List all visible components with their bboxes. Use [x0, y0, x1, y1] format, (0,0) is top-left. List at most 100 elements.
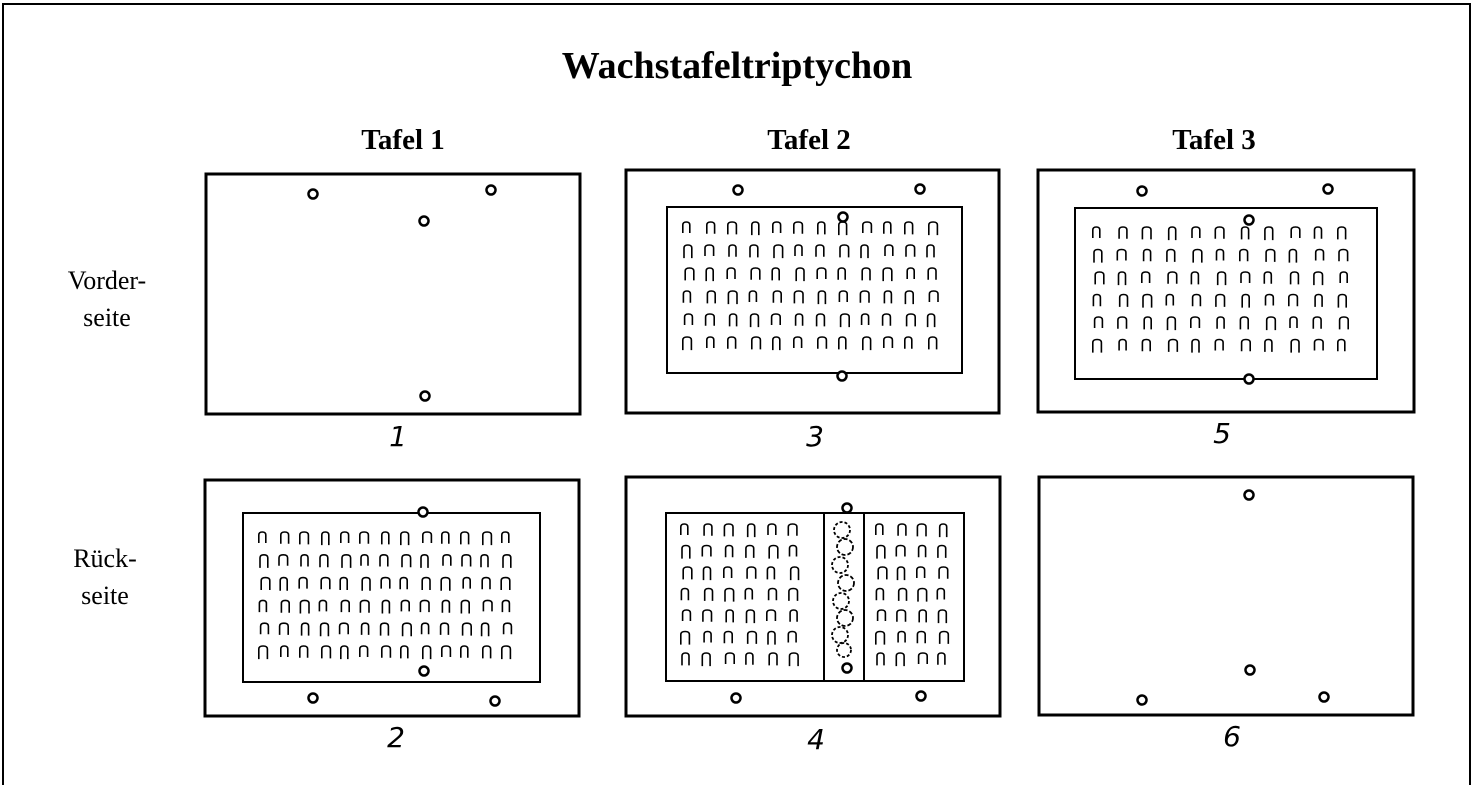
script-glyph [441, 645, 452, 657]
script-glyph [706, 290, 716, 304]
script-glyph [381, 531, 390, 545]
script-glyph [380, 576, 391, 589]
script-glyph [875, 523, 884, 535]
script-glyph [787, 523, 798, 536]
script-glyph [1191, 226, 1201, 238]
script-glyph [937, 609, 948, 624]
script-glyph [441, 599, 451, 613]
script-glyph [745, 652, 754, 665]
script-glyph [482, 531, 493, 546]
script-glyph [1118, 226, 1128, 239]
script-glyph [789, 566, 800, 581]
script-glyph [461, 622, 472, 636]
script-glyph [895, 652, 905, 667]
script-glyph [1338, 248, 1349, 262]
script-glyph [1290, 338, 1300, 353]
script-glyph [862, 336, 872, 351]
script-glyph [744, 587, 754, 600]
panel-number-1: 1 [389, 420, 407, 453]
script-glyph [279, 576, 288, 591]
script-glyph [1240, 271, 1251, 283]
script-glyph [1288, 248, 1298, 263]
script-glyph [319, 553, 329, 568]
row-label-vorderseite-1: Vorder- [68, 266, 146, 295]
script-glyph [258, 599, 268, 613]
script-glyph [321, 645, 332, 659]
script-glyph [916, 630, 926, 644]
wax-area [1074, 207, 1378, 380]
script-glyph [460, 645, 469, 658]
script-glyph [839, 313, 850, 328]
script-glyph [1289, 316, 1298, 328]
panel-6 [1037, 475, 1415, 717]
script-glyph [928, 221, 939, 236]
seal [831, 626, 849, 644]
script-glyph [883, 290, 893, 304]
script-glyph [500, 576, 511, 590]
script-glyph [876, 544, 886, 559]
script-glyph [422, 645, 432, 660]
seal [836, 642, 852, 658]
script-glyph [938, 566, 949, 579]
script-glyph [882, 267, 893, 282]
hole [841, 502, 853, 514]
script-glyph [768, 544, 779, 559]
hole [307, 692, 319, 704]
script-glyph [482, 599, 493, 612]
writing-area-left [680, 523, 800, 667]
script-glyph [1092, 226, 1101, 238]
script-glyph [928, 336, 938, 350]
script-glyph [280, 531, 290, 544]
script-glyph [937, 652, 946, 665]
script-glyph [795, 267, 805, 282]
script-glyph [916, 523, 927, 537]
script-glyph [859, 290, 870, 303]
script-glyph [727, 336, 737, 349]
script-glyph [794, 313, 804, 326]
script-glyph [422, 531, 433, 543]
script-glyph [338, 622, 349, 635]
column-header-tafel-1: Tafel 1 [361, 124, 445, 156]
panel-4 [624, 475, 1002, 718]
script-glyph [441, 531, 450, 544]
script-glyph [1313, 271, 1324, 286]
script-glyph [917, 544, 927, 558]
script-glyph [682, 336, 693, 351]
script-glyph [682, 290, 692, 303]
script-glyph [766, 609, 777, 621]
script-glyph [746, 523, 756, 538]
script-glyph [746, 630, 758, 644]
seal [832, 592, 850, 610]
script-glyph [359, 645, 369, 657]
outer-border [2, 3, 1471, 785]
script-glyph [319, 622, 330, 637]
panel-frame [624, 168, 1001, 415]
script-glyph [1264, 293, 1275, 306]
hole [1322, 183, 1334, 195]
hole [307, 188, 319, 200]
script-glyph [876, 652, 885, 666]
script-glyph [875, 587, 885, 601]
script-glyph [906, 267, 915, 279]
script-glyph [927, 267, 937, 280]
script-glyph [702, 609, 713, 622]
script-glyph [876, 609, 887, 621]
script-glyph [299, 531, 310, 545]
script-glyph [1191, 293, 1202, 307]
panel-frame [1037, 475, 1415, 717]
script-glyph [1290, 226, 1301, 238]
script-glyph [299, 599, 310, 614]
script-glyph [1166, 316, 1177, 331]
script-glyph [1191, 338, 1200, 353]
script-glyph [280, 599, 290, 613]
script-glyph [482, 645, 492, 659]
script-glyph [400, 531, 410, 546]
script-glyph [904, 221, 914, 235]
hole [1136, 694, 1148, 706]
script-glyph [462, 576, 471, 589]
script-glyph [440, 576, 451, 591]
script-glyph [420, 622, 430, 635]
hole [1243, 373, 1255, 385]
script-glyph [1313, 226, 1323, 239]
script-glyph [767, 523, 777, 535]
